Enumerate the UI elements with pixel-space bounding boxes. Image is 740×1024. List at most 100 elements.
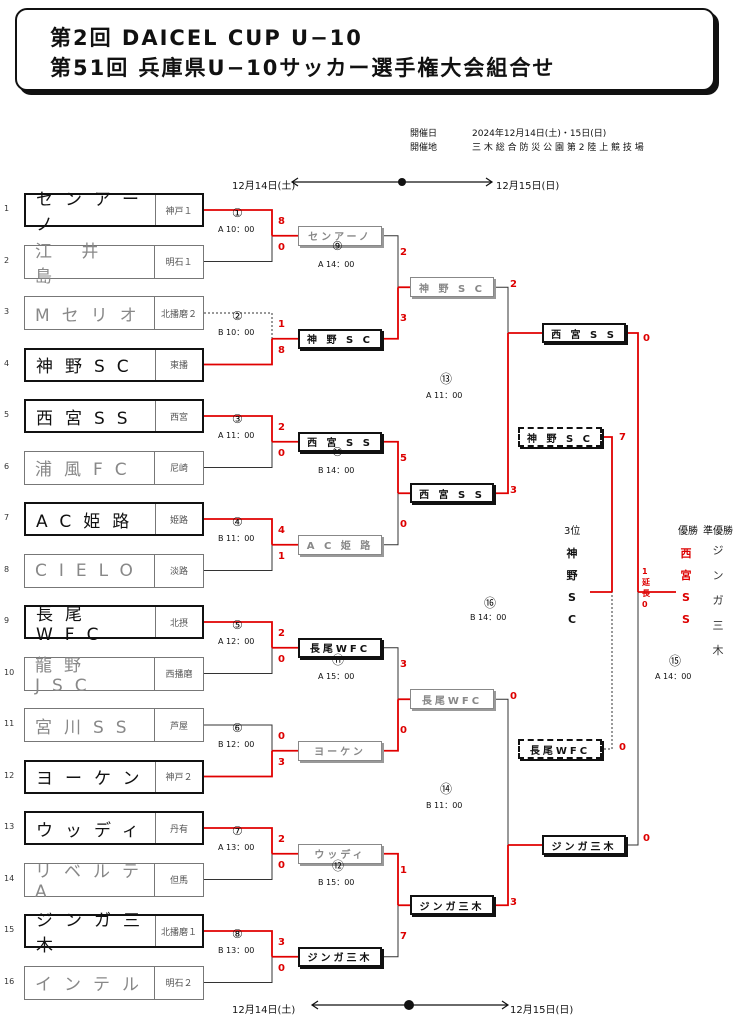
round3-box: 西 宮 S S <box>410 483 494 504</box>
day-bottom-left: 12月14日(土) <box>232 1005 296 1016</box>
score-r2: 3 <box>400 313 407 325</box>
match-number: ③ <box>232 411 243 426</box>
team-pref: 明石２ <box>165 979 193 989</box>
team-seed: 9 <box>4 616 10 625</box>
team-box: 江 井 島明石１ <box>24 242 204 287</box>
bracket-line <box>384 287 399 340</box>
score-r1: 0 <box>278 962 285 974</box>
match-number: ⑩ <box>332 445 343 460</box>
score-r3: 2 <box>510 279 517 291</box>
team-seed: 2 <box>4 255 10 265</box>
team-pref: 尼崎 <box>169 464 188 474</box>
team-seed: 4 <box>4 358 10 368</box>
bracket-line <box>604 436 613 592</box>
team-seed: 14 <box>4 873 15 883</box>
score-r1: 8 <box>278 344 285 356</box>
score-r1: 0 <box>278 859 285 871</box>
match-number: ⑮ <box>669 654 682 668</box>
match-time: A 14：00 <box>655 672 692 681</box>
match-time: B 15：00 <box>318 878 355 888</box>
vertical-char: S <box>682 613 690 626</box>
match-time: B 14：00 <box>470 613 507 622</box>
day-divider-dot-top <box>398 178 406 186</box>
vertical-char: S <box>568 591 576 604</box>
bracket-line <box>384 235 399 288</box>
bracket-line <box>384 493 399 546</box>
team-pref: 淡路 <box>169 567 188 577</box>
team-name: 長尾WFC <box>26 605 156 645</box>
match-time: A 13：00 <box>218 842 255 852</box>
venue-value: 三 木 総 合 防 災 公 園 第 2 陸 上 競 技 場 <box>472 143 644 153</box>
vertical-char: 木 <box>712 644 724 657</box>
team-name: 宮川SS <box>25 709 155 741</box>
score-r2: 5 <box>400 453 407 465</box>
bracket-line <box>204 750 273 778</box>
match-number: ⑧ <box>232 926 243 941</box>
match-time: B 11：00 <box>426 801 463 810</box>
team-pref: 北摂 <box>169 618 188 629</box>
score-r1: 8 <box>278 215 285 227</box>
team-box: インテル明石２ <box>24 965 204 1000</box>
round2-box: 長尾WFC <box>298 637 382 658</box>
round2-box: A C 姫 路 <box>298 534 382 555</box>
team-seed: 3 <box>4 307 10 316</box>
bracket-line <box>204 312 273 339</box>
match-time: A 10：00 <box>218 224 255 234</box>
bracket-line <box>204 544 273 571</box>
score-third: 7 <box>619 432 626 443</box>
team-name: 西宮SS <box>26 401 156 431</box>
team-name: AC姫路 <box>26 504 156 534</box>
vertical-char: ン <box>712 569 724 582</box>
team-pref: 丹有 <box>169 824 188 835</box>
team-name: リベルテA <box>25 862 155 902</box>
score-r2: 0 <box>400 725 407 737</box>
venue-label: 開催地 <box>410 143 438 153</box>
match-number: ⑪ <box>332 653 345 668</box>
team-name: ウッディ <box>26 813 156 843</box>
bracket-line <box>204 647 273 674</box>
bracket-line <box>384 852 399 906</box>
vertical-char: 神 <box>566 547 578 560</box>
match-time: B 13：00 <box>218 945 255 955</box>
vertical-char: S <box>682 591 690 604</box>
bracket-line <box>496 286 509 333</box>
bracket-line <box>204 853 273 880</box>
team-seed: 1 <box>4 204 10 213</box>
match-time: A 14：00 <box>318 260 355 270</box>
team-pref: 北播磨２ <box>160 309 197 320</box>
match-number: ④ <box>232 514 243 529</box>
final-pk-score: 1 延長 0 <box>642 567 650 609</box>
champion-label: 優勝 <box>678 526 698 537</box>
team-seed: 12 <box>4 770 15 780</box>
score-r1: 1 <box>278 550 285 562</box>
score-r1: 3 <box>278 756 285 768</box>
title-line-1: 第2回 DAICEL CUP U−10 <box>50 26 363 50</box>
vertical-char: ガ <box>712 594 724 607</box>
team-pref: 西宮 <box>169 412 188 423</box>
team-name: Mセリオ <box>25 297 155 329</box>
title-box <box>15 8 715 91</box>
team-box: センアーノ神戸１ <box>24 190 204 235</box>
bracket-line <box>204 827 273 854</box>
score-r1: 0 <box>278 653 285 665</box>
team-pref: 但馬 <box>169 876 188 886</box>
bracket-line <box>496 333 509 495</box>
runnerup-team-vertical: ジンガ三木 <box>711 538 725 663</box>
match-time: A 11：00 <box>426 391 463 400</box>
match-time: B 11：00 <box>218 533 255 543</box>
vertical-char: 宮 <box>680 569 692 582</box>
team-box: リベルテA 但馬 <box>24 862 204 902</box>
team-name: 浦風FC <box>25 451 155 484</box>
team-box: ジンガ三木北播磨１ <box>24 911 204 956</box>
bracket-line <box>604 592 613 750</box>
score-r1: 0 <box>278 241 285 253</box>
date-label: 開催日 <box>410 129 438 139</box>
match-time: A 12：00 <box>218 636 255 646</box>
team-pref: 神戸２ <box>165 773 193 783</box>
round3-box: 神 野 S C <box>410 277 494 298</box>
team-pref: 姫路 <box>169 515 188 526</box>
